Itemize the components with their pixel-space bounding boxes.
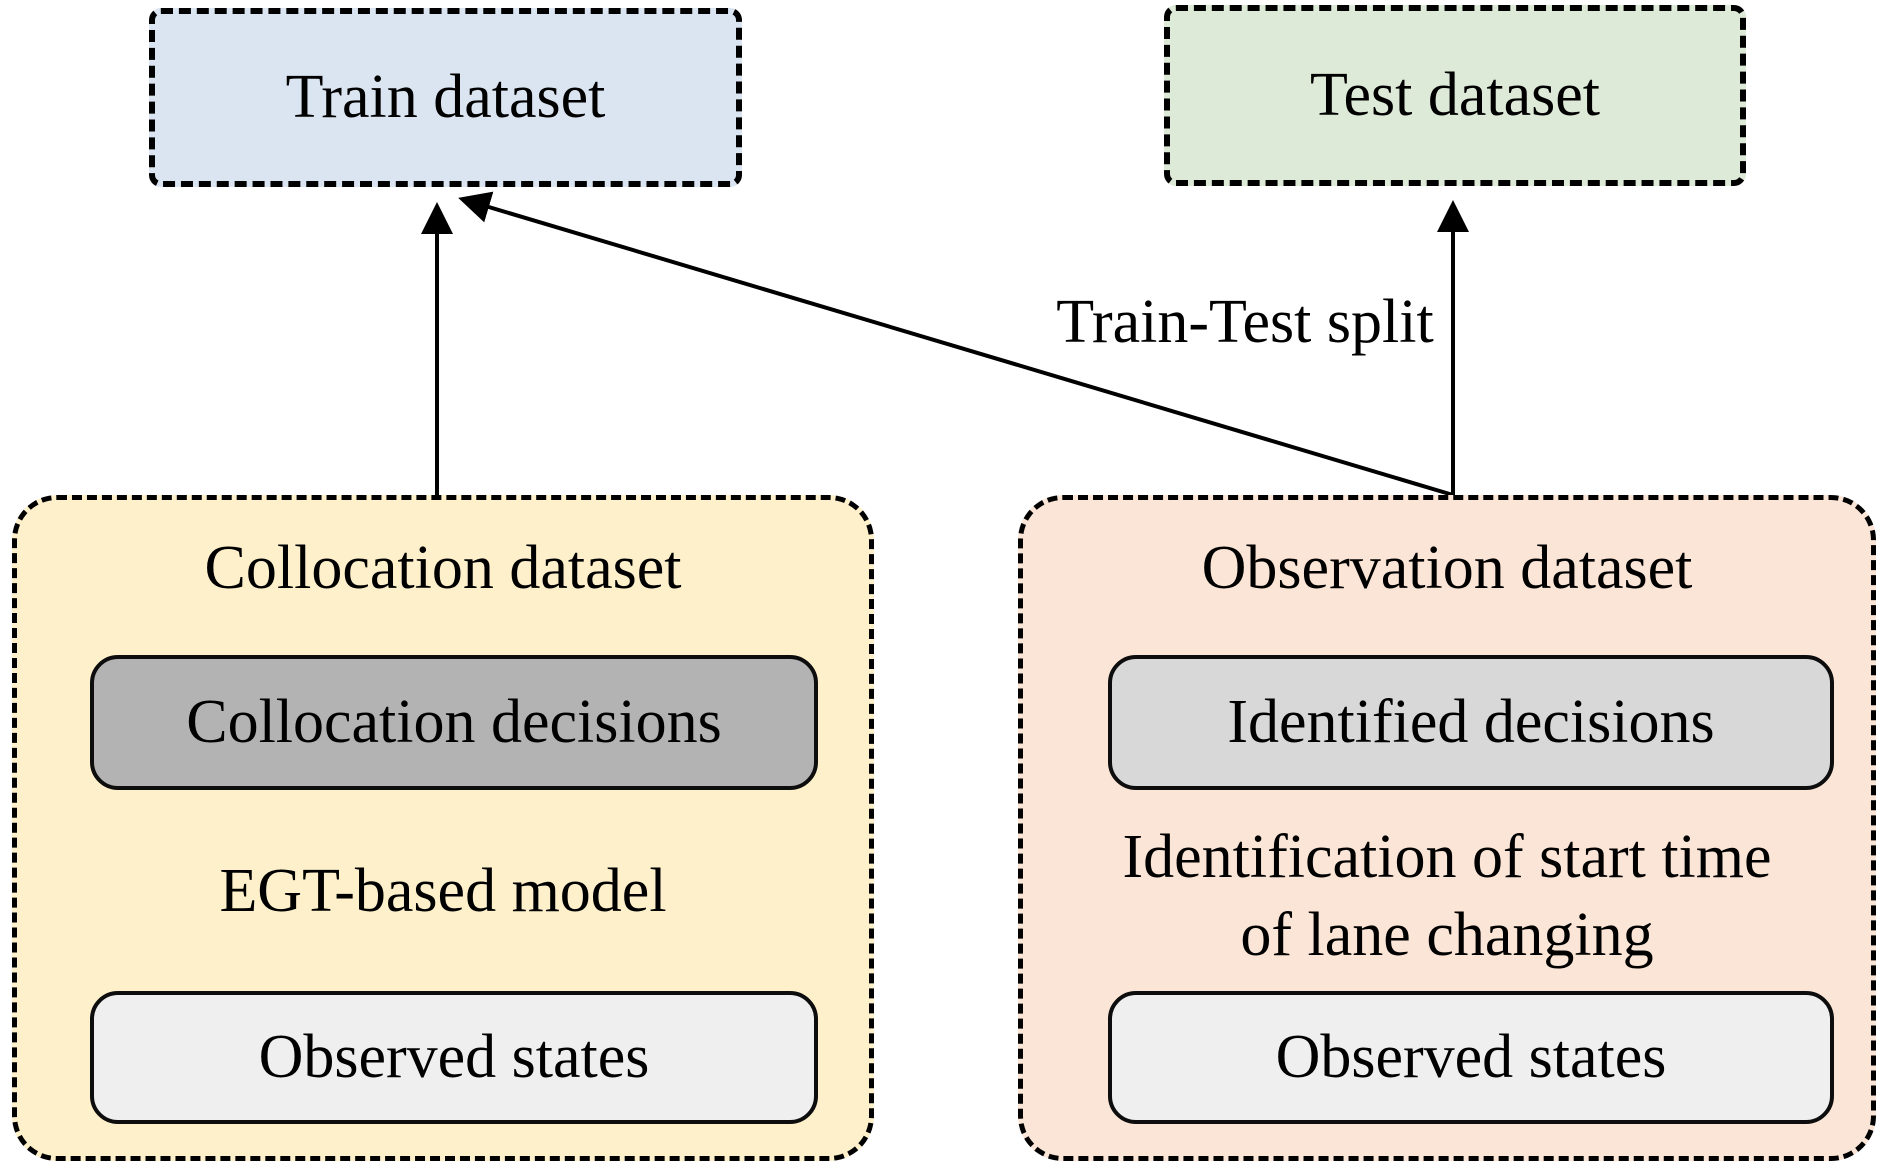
identification-label: Identification of start time of lane cha…: [1023, 818, 1871, 974]
observation-observed-states-label: Observed states: [1275, 1023, 1667, 1091]
test-dataset-box: Test dataset: [1164, 5, 1746, 186]
collocation-decisions-label: Collocation decisions: [186, 688, 722, 756]
identified-decisions-label: Identified decisions: [1227, 688, 1715, 756]
observation-observed-states-box: Observed states: [1108, 991, 1834, 1124]
test-dataset-label: Test dataset: [1309, 60, 1601, 129]
train-test-split-label: Train-Test split: [1056, 288, 1434, 356]
identified-decisions-box: Identified decisions: [1108, 655, 1834, 790]
collocation-dataset-title: Collocation dataset: [204, 534, 682, 602]
collocation-decisions-box: Collocation decisions: [90, 655, 818, 790]
observation-dataset-title: Observation dataset: [1201, 534, 1693, 602]
identification-label-line2: of lane changing: [1240, 901, 1654, 969]
collocation-dataset-container: Collocation dataset Collocation decision…: [12, 495, 874, 1161]
collocation-observed-states-label: Observed states: [258, 1023, 650, 1091]
train-dataset-box: Train dataset: [149, 8, 742, 187]
train-dataset-label: Train dataset: [285, 62, 606, 131]
observation-dataset-container: Observation dataset Identified decisions…: [1018, 495, 1876, 1161]
identification-label-line1: Identification of start time: [1122, 823, 1772, 891]
egt-model-label: EGT-based model: [219, 857, 667, 925]
collocation-observed-states-box: Observed states: [90, 991, 818, 1124]
